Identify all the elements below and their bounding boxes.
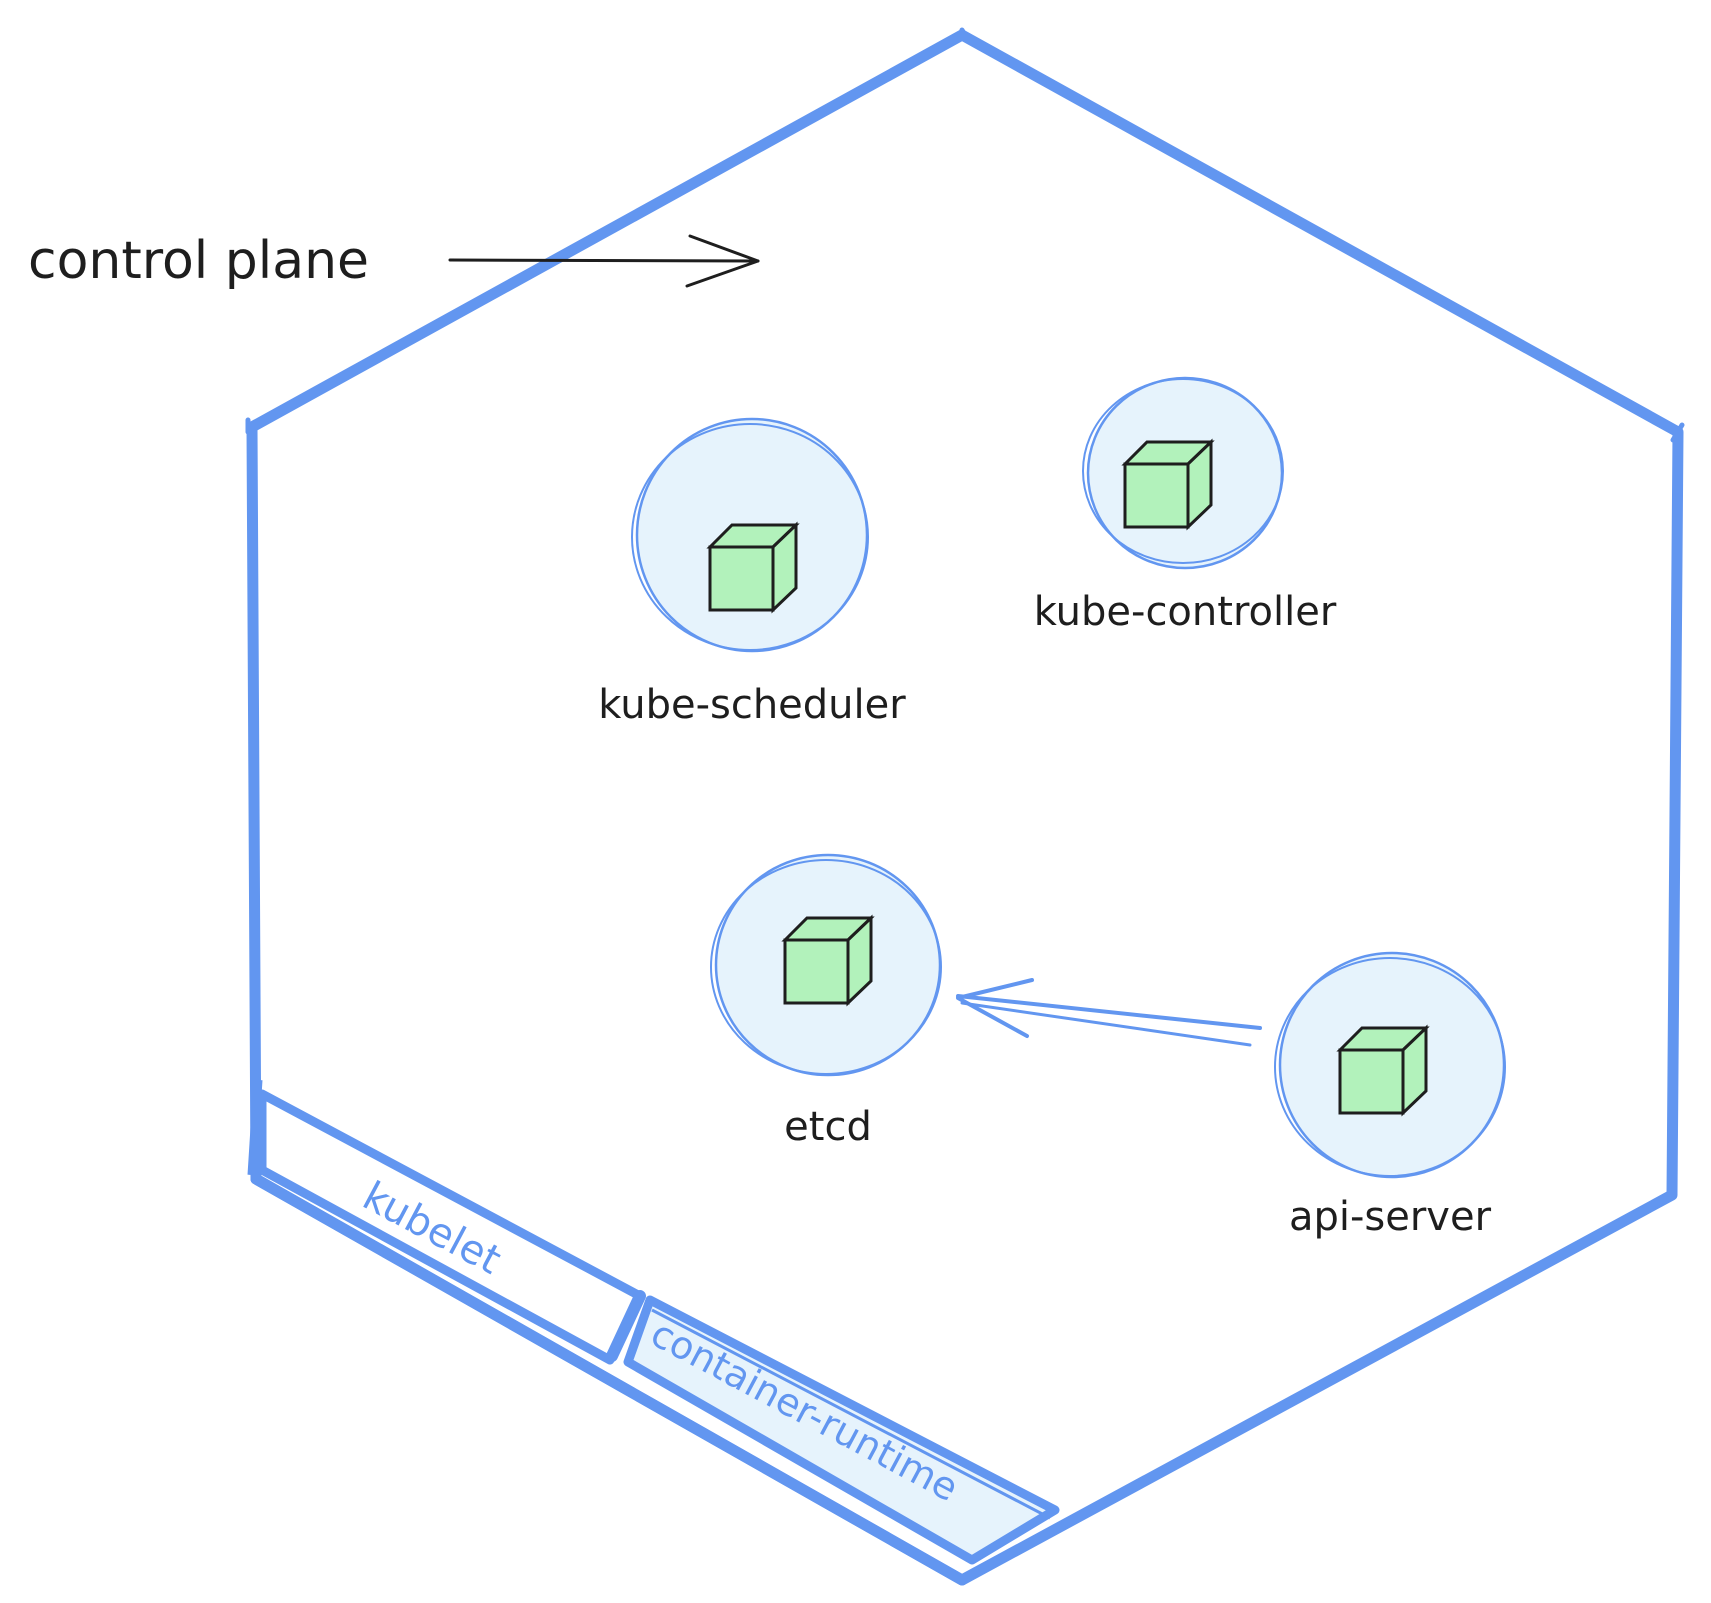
kube-controller-component — [1082, 376, 1284, 570]
api-server-label: api-server — [1289, 1194, 1492, 1240]
cube-icon — [1121, 438, 1215, 531]
etcd-label: etcd — [784, 1104, 872, 1150]
kube-scheduler-component — [631, 417, 869, 653]
page-title: control plane — [28, 231, 369, 291]
kube-scheduler-label: kube-scheduler — [598, 682, 906, 728]
kubelet-panel — [257, 1089, 646, 1365]
cube-icon — [781, 914, 875, 1007]
kube-controller-label: kube-controller — [1034, 589, 1337, 635]
title-arrow — [448, 234, 760, 288]
control-plane-hexagon — [245, 27, 1685, 1586]
cube-icon — [706, 521, 800, 614]
cube-icon — [1336, 1024, 1430, 1117]
etcd-component — [710, 853, 942, 1077]
api-server-component — [1274, 951, 1506, 1179]
container-runtime-label: container-runtime — [644, 1311, 966, 1510]
api-server-to-etcd-arrow — [956, 978, 1262, 1047]
container-runtime-panel — [623, 1295, 1060, 1565]
